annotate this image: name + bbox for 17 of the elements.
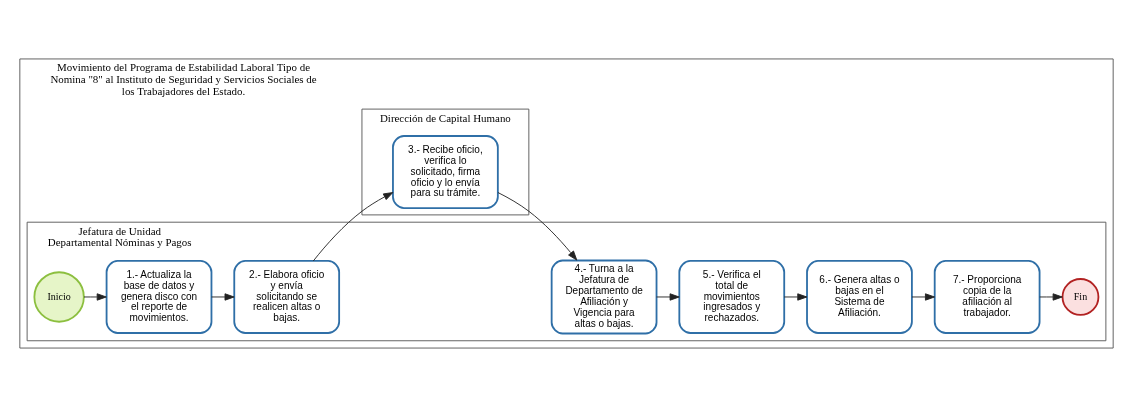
- arrow: [656, 292, 680, 301]
- arrow: [211, 292, 235, 301]
- arrow: [312, 191, 394, 261]
- arrow: [911, 292, 935, 301]
- node-box: 1.- Actualiza la base de datos y genera disco con el reporte de movimientos.: [105, 259, 213, 334]
- node-circle: Fin: [1061, 277, 1100, 316]
- arrow: [83, 292, 107, 301]
- arrow: [497, 191, 578, 261]
- node-box: 4.- Turna a la Jefatura de Departamento de Afiliación y Vigencia para altas o bajas.: [550, 259, 658, 334]
- node-circle: Inicio: [33, 270, 85, 323]
- node-box: 3.- Recibe oficio, verifica lo solicitado, firma oficio y lo envía para su trámite.: [392, 134, 499, 209]
- arrow: [783, 292, 808, 301]
- node-box: 6.- Genera altas o bajas en el Sistema de Afiliación.: [806, 259, 913, 334]
- node-box: 7.- Proporciona copia de la afiliación al trabajador.: [933, 259, 1041, 334]
- node-box: 2.- Elabora oficio y envía solicitando se realicen altas o bajas.: [233, 259, 341, 334]
- node-box: 5.- Verifica el total de movimientos ingresados y rechazados.: [678, 259, 786, 334]
- arrow: [1039, 292, 1063, 301]
